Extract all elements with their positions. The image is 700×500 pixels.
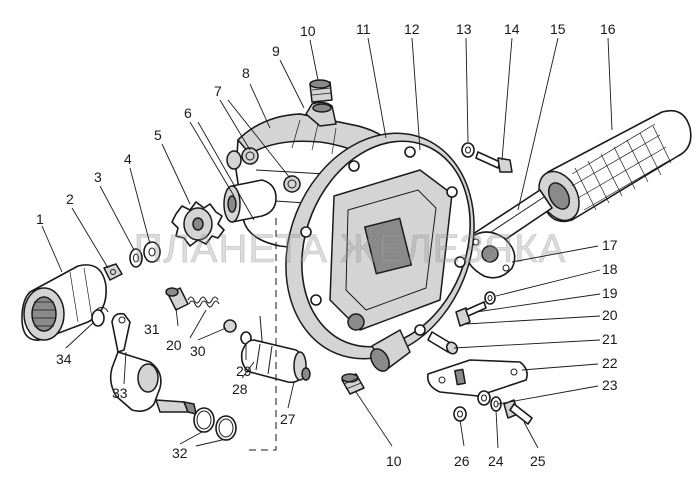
- callout-14: 14: [504, 21, 520, 37]
- callout-27: 27: [280, 411, 296, 427]
- callout-7: 7: [214, 83, 222, 99]
- part-10-plug-bottom: [341, 373, 365, 395]
- part-30-ball: [223, 319, 237, 333]
- part-7-bolts: [226, 147, 301, 193]
- part-16-filter: [538, 109, 692, 223]
- callout-9: 9: [272, 43, 280, 59]
- watermark-text: ПЛАНЕТА ЖЕЛЕЗЯКА: [134, 227, 566, 271]
- part-24-washer: [490, 396, 502, 412]
- part-6-hub: [223, 179, 277, 223]
- part-5-gear: [171, 201, 225, 247]
- callout-20-left: 20: [166, 337, 182, 353]
- callout-28: 28: [232, 381, 248, 397]
- part-17-flange: [465, 231, 516, 279]
- callout-34: 34: [56, 351, 72, 367]
- callout-19: 19: [602, 285, 618, 301]
- part-21-stud: [427, 331, 459, 355]
- leader-lines: [41, 37, 613, 449]
- callout-21: 21: [602, 331, 618, 347]
- part-25-bolt: [503, 399, 533, 425]
- part-23-washer: [477, 390, 491, 406]
- callout-13: 13: [456, 21, 472, 37]
- callout-20: 20: [602, 307, 618, 323]
- callout-labels: 1 2 3 4 5 6 7 8 9 10 11 12 13 14 15 16 1…: [36, 21, 618, 469]
- callout-5: 5: [154, 127, 162, 143]
- part-13-washer: [461, 142, 475, 158]
- callout-16: 16: [600, 21, 616, 37]
- part-32-orings: [193, 407, 237, 441]
- callout-30: 30: [190, 343, 206, 359]
- part-4-washer: [143, 241, 161, 263]
- callout-6: 6: [184, 105, 192, 121]
- callout-4: 4: [124, 151, 132, 167]
- part-27-valve: [240, 339, 311, 384]
- callout-22: 22: [602, 355, 618, 371]
- callout-10-bottom: 10: [386, 453, 402, 469]
- part-33-shaft: [109, 312, 197, 415]
- part-9-boss: [305, 101, 337, 127]
- callout-2: 2: [66, 191, 74, 207]
- callout-18: 18: [602, 261, 618, 277]
- callout-8: 8: [242, 65, 250, 81]
- part-10-plug-top: [309, 79, 333, 103]
- part-20-spring: [187, 296, 220, 308]
- part-3-lock-washer: [129, 248, 143, 268]
- part-outlet-nozzle: [370, 329, 411, 372]
- callout-3: 3: [94, 169, 102, 185]
- callout-26: 26: [454, 453, 470, 469]
- part-22-bracket: [426, 359, 528, 397]
- part-31-cap: [165, 287, 189, 311]
- callout-15: 15: [550, 21, 566, 37]
- part-11-housing-plate: [285, 132, 475, 360]
- part-14-bolt: [475, 151, 513, 173]
- part-26-lock-washer: [453, 406, 467, 422]
- callout-24: 24: [488, 453, 504, 469]
- assembly-dash-line: [248, 218, 277, 451]
- callout-12: 12: [404, 21, 420, 37]
- callout-32: 32: [172, 445, 188, 461]
- part-18-washer: [484, 291, 496, 305]
- callout-23: 23: [602, 377, 618, 393]
- part-2-nut: [103, 263, 123, 281]
- callout-31: 31: [144, 321, 160, 337]
- callout-29: 29: [236, 363, 252, 379]
- part-19-bolt: [455, 301, 487, 327]
- callout-33: 33: [112, 385, 128, 401]
- callout-10: 10: [300, 23, 316, 39]
- part-1-coupling: [21, 264, 107, 341]
- callout-25: 25: [530, 453, 546, 469]
- part-34-clip: [91, 306, 109, 327]
- callout-1: 1: [36, 211, 44, 227]
- callout-11: 11: [356, 21, 371, 37]
- callout-17: 17: [602, 237, 618, 253]
